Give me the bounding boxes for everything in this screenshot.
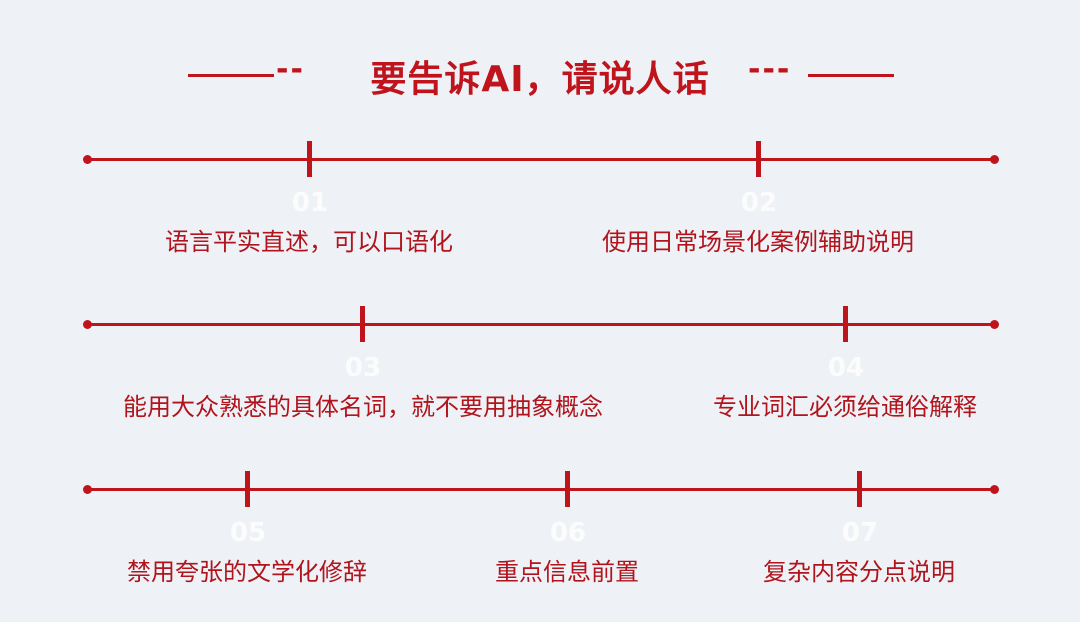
item-label-02: 使用日常场景化案例辅助说明 [602, 228, 914, 256]
item-label-03: 能用大众熟悉的具体名词，就不要用抽象概念 [123, 393, 603, 421]
page-title: 要告诉AI，请说人话 [370, 59, 710, 100]
timeline-row-1: 01 语言平实直述，可以口语化 02 使用日常场景化案例辅助说明 [0, 141, 1080, 288]
tick-03 [360, 306, 365, 342]
tick-04 [843, 306, 848, 342]
item-label-01: 语言平实直述，可以口语化 [165, 228, 453, 256]
tick-06 [565, 471, 570, 507]
title-line-right [808, 74, 894, 77]
title-dash-right: --- [748, 52, 792, 87]
axis-start-dot [83, 485, 92, 494]
axis-end-dot [990, 155, 999, 164]
item-number-04: 04 [827, 353, 865, 383]
axis-start-dot [83, 155, 92, 164]
item-label-04: 专业词汇必须给通俗解释 [713, 393, 977, 421]
item-label-06: 重点信息前置 [495, 558, 639, 586]
tick-01 [307, 141, 312, 177]
header: -- 要告诉AI，请说人话 --- [0, 48, 1080, 104]
tick-07 [857, 471, 862, 507]
axis-end-dot [990, 320, 999, 329]
timeline-row-2: 03 能用大众熟悉的具体名词，就不要用抽象概念 04 专业词汇必须给通俗解释 [0, 306, 1080, 453]
item-number-07: 07 [841, 518, 879, 548]
timeline-axis [87, 158, 994, 161]
timeline-axis [87, 323, 994, 326]
axis-start-dot [83, 320, 92, 329]
item-number-03: 03 [344, 353, 382, 383]
item-label-05: 禁用夸张的文学化修辞 [127, 558, 367, 586]
title-dash-left: -- [276, 52, 305, 87]
item-number-02: 02 [740, 188, 778, 218]
item-number-06: 06 [549, 518, 587, 548]
title-line-left [188, 74, 274, 77]
timeline-row-3: 05 禁用夸张的文学化修辞 06 重点信息前置 07 复杂内容分点说明 [0, 471, 1080, 618]
item-number-05: 05 [229, 518, 267, 548]
tick-05 [245, 471, 250, 507]
tick-02 [756, 141, 761, 177]
axis-end-dot [990, 485, 999, 494]
item-label-07: 复杂内容分点说明 [763, 558, 955, 586]
item-number-01: 01 [291, 188, 329, 218]
timeline-axis [87, 488, 994, 491]
